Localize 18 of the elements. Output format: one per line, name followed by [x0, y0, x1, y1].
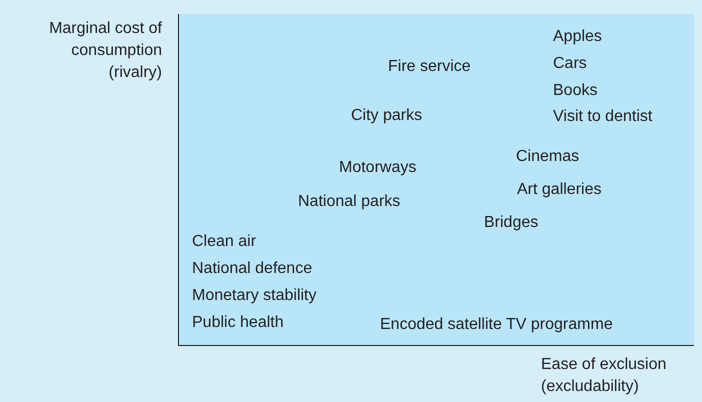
item-label: Motorways: [339, 158, 418, 178]
item-label: Apples: [553, 27, 603, 47]
axis-label: Marginal cost of consumption (rivalry): [48, 19, 162, 83]
item-label: National defence: [192, 259, 314, 279]
item-label: City parks: [351, 106, 424, 126]
item-label: Visit to dentist: [553, 107, 654, 127]
item-label: National parks: [298, 192, 402, 212]
item-label: Monetary stability: [192, 286, 318, 306]
item-label: Clean air: [192, 232, 258, 252]
item-label: Cars: [553, 54, 588, 74]
item-label: Encoded satellite TV programme: [380, 315, 614, 335]
item-label: Art galleries: [517, 180, 602, 200]
item-label: Books: [553, 81, 598, 101]
item-label: Fire service: [388, 57, 472, 77]
item-label: Bridges: [484, 213, 540, 233]
item-label: Public health: [192, 313, 285, 333]
axis-label: Ease of exclusion (excludability): [541, 355, 668, 397]
item-label: Cinemas: [516, 147, 580, 167]
